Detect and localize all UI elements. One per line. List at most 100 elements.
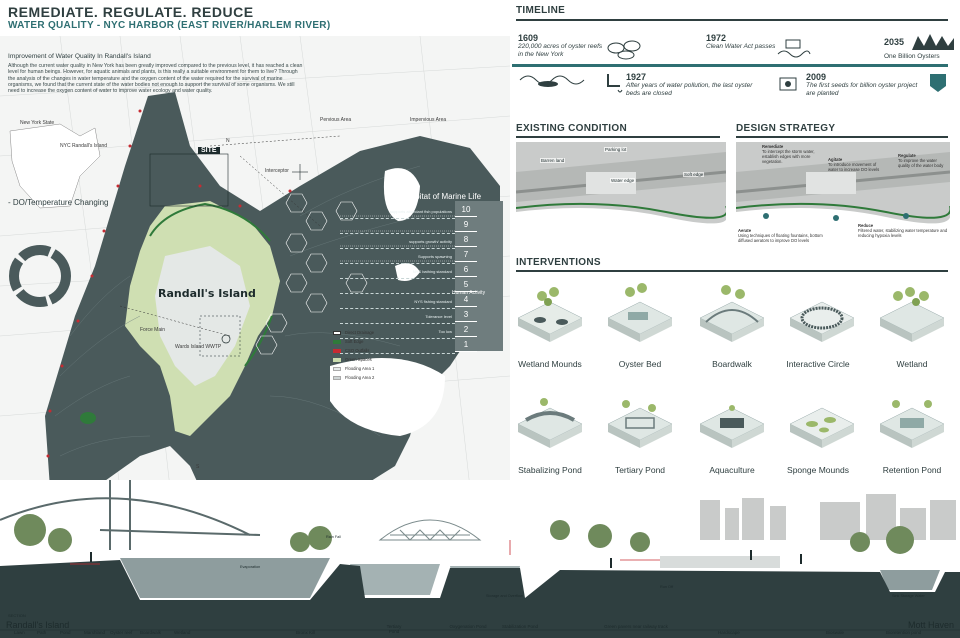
- intro-body: Although the current water quality in Ne…: [8, 63, 303, 95]
- impervious-label: Impervious Area: [410, 117, 447, 123]
- reduce-note: Reduce Filtered water, stabilizing water…: [858, 223, 950, 238]
- oyster-icon: [607, 40, 641, 60]
- intro-heading: Improvement of Water Quality In Randall'…: [8, 53, 151, 60]
- habitat-level: 4: [455, 292, 477, 307]
- ground-label: Wetland: [174, 630, 191, 635]
- habitat-row-labels: supports abundant fish populations suppo…: [340, 204, 455, 354]
- legend-swatch: [333, 366, 341, 371]
- human-activity-label: Human Activity: [452, 290, 486, 296]
- strategy-photo-graphic: [736, 142, 950, 226]
- habitat-row: Tolerance level: [340, 309, 455, 324]
- section-note: Storage and Overflow: [486, 594, 523, 598]
- site-map: [0, 36, 510, 488]
- timeline-year: 2009: [806, 72, 827, 82]
- section-left-name: Randall's Island: [6, 620, 70, 630]
- habitat-title: Habitat of Marine Life: [405, 192, 482, 201]
- do-label: - DO/Temperature Changing: [8, 198, 109, 207]
- strategy-label: Agitate: [828, 157, 843, 162]
- intervention-label: Wetland: [896, 359, 928, 369]
- ground-label: Oxygenation Pond: [449, 624, 487, 629]
- legend-swatch: [333, 348, 341, 353]
- section-graphic: [0, 480, 960, 638]
- habitat-row: [340, 219, 455, 234]
- ground-label: Hardscape: [718, 630, 740, 635]
- habitat-level-column: 10 9 8 7 6 5 4 3 2 1: [455, 202, 477, 352]
- timeline-text: One Billion Oysters: [884, 53, 940, 60]
- habitat-level: 8: [455, 232, 477, 247]
- island-label: Randall's Island: [158, 287, 256, 300]
- habitat-level: 6: [455, 262, 477, 277]
- strategy-underline: [736, 136, 948, 138]
- pollution-icon: [519, 75, 585, 87]
- existing-label: Parking lot: [604, 147, 628, 152]
- ground-label: Green pavers near railway track: [604, 624, 668, 629]
- north-label: N: [226, 138, 230, 144]
- ground-label: Path: [37, 630, 47, 635]
- aerate-title: Aerate: [738, 228, 752, 233]
- habitat-level: 1: [455, 337, 477, 352]
- strategy-note-text: To introduce movement of water to increa…: [828, 162, 880, 172]
- legend-item: Flooding Area 2: [333, 373, 448, 382]
- strategy-note-text: To intercept the storm water, establish …: [762, 149, 815, 164]
- habitat-row: [340, 279, 455, 294]
- interceptor-label: Interceptor: [265, 168, 289, 174]
- billion-oyster-badge-icon: [930, 74, 946, 92]
- legend-label: Direct Drainage: [345, 330, 375, 335]
- strategy-note: Remediate To intercept the storm water, …: [762, 144, 822, 164]
- pipe-icon: [607, 74, 623, 93]
- intervention-label: Interactive Circle: [786, 359, 850, 369]
- ground-label: Pond: [60, 630, 71, 635]
- strategy-label: Regulate: [898, 153, 916, 158]
- aerate-note: Aerate Using techniques of floating foun…: [738, 228, 828, 243]
- seed-icon: [779, 77, 797, 91]
- section-note: Rain Fall: [326, 535, 341, 539]
- ny-state-label: New York State: [20, 120, 55, 126]
- habitat-row: NYS bathing standard: [340, 264, 455, 279]
- strategy-label: Remediate: [762, 144, 784, 149]
- strategy-photo: [736, 142, 950, 226]
- timeline-year: 1972: [706, 33, 727, 43]
- timeline-text: Clean Water Act passes: [706, 43, 776, 50]
- timeline-heading: TIMELINE: [516, 5, 566, 16]
- page-subtitle: WATER QUALITY - NYC HARBOR (EAST RIVER/H…: [8, 20, 331, 31]
- legend-swatch: [333, 357, 341, 362]
- strategy-note: Regulate To improve the water quality of…: [898, 153, 948, 168]
- ground-label: Tertiary Pond: [386, 624, 402, 634]
- interventions-underline: [516, 270, 948, 272]
- legend-item: Direct Drainage: [333, 328, 448, 337]
- legend-item: Soft Edge: [333, 337, 448, 346]
- habitat-level: 2: [455, 322, 477, 337]
- habitat-level: 5: [455, 277, 477, 292]
- legend-swatch: [333, 339, 341, 344]
- existing-underline: [516, 136, 720, 138]
- timeline-text: After years of water pollution, the last…: [626, 82, 753, 97]
- strategy-note: Agitate To introduce movement of water t…: [828, 157, 884, 172]
- ground-label: Oyster reef: [110, 630, 133, 635]
- intervention-label: Boardwalk: [712, 359, 752, 369]
- section-right-name: Mott Haven: [908, 620, 955, 630]
- intro-text-block: Improvement of Water Quality In Randall'…: [8, 53, 304, 95]
- timeline-year: 1609: [518, 33, 539, 43]
- section-note: Sink Storage Water: [892, 594, 925, 598]
- legend-item: Green Spaces: [333, 355, 448, 364]
- wards-label: Wards Island WWTP: [175, 344, 222, 350]
- intervention-label: Wetland Mounds: [518, 359, 582, 369]
- page-title: REMEDIATE. REGULATE. REDUCE: [8, 4, 254, 20]
- existing-heading: EXISTING CONDITION: [516, 123, 627, 134]
- intervention-label: Stabalizing Pond: [518, 465, 582, 475]
- map-legend: Direct Drainage Soft Edge CSO Outfalls G…: [333, 328, 448, 382]
- legend-label: CSO Outfalls: [345, 348, 370, 353]
- legend-swatch: [333, 375, 341, 380]
- legend-swatch: [333, 330, 341, 335]
- intervention-label: Oyster Bed: [618, 359, 662, 369]
- ground-label: Stabilization Pond: [501, 624, 539, 629]
- reduce-title: Reduce: [858, 223, 874, 228]
- timeline-text: 220,000 acres of oyster reefs in the New…: [518, 43, 603, 58]
- ground-label: Bioswale: [826, 630, 845, 635]
- reduce-text: Filtered water, stabilizing water temper…: [858, 228, 948, 238]
- ground-label: Lawn: [14, 630, 25, 635]
- legend-label: Flooding Area 1: [345, 366, 375, 371]
- legend-label: Green Spaces: [345, 357, 372, 362]
- habitat-row: supports abundant fish populations: [340, 204, 455, 219]
- site-label: SITE: [198, 147, 220, 154]
